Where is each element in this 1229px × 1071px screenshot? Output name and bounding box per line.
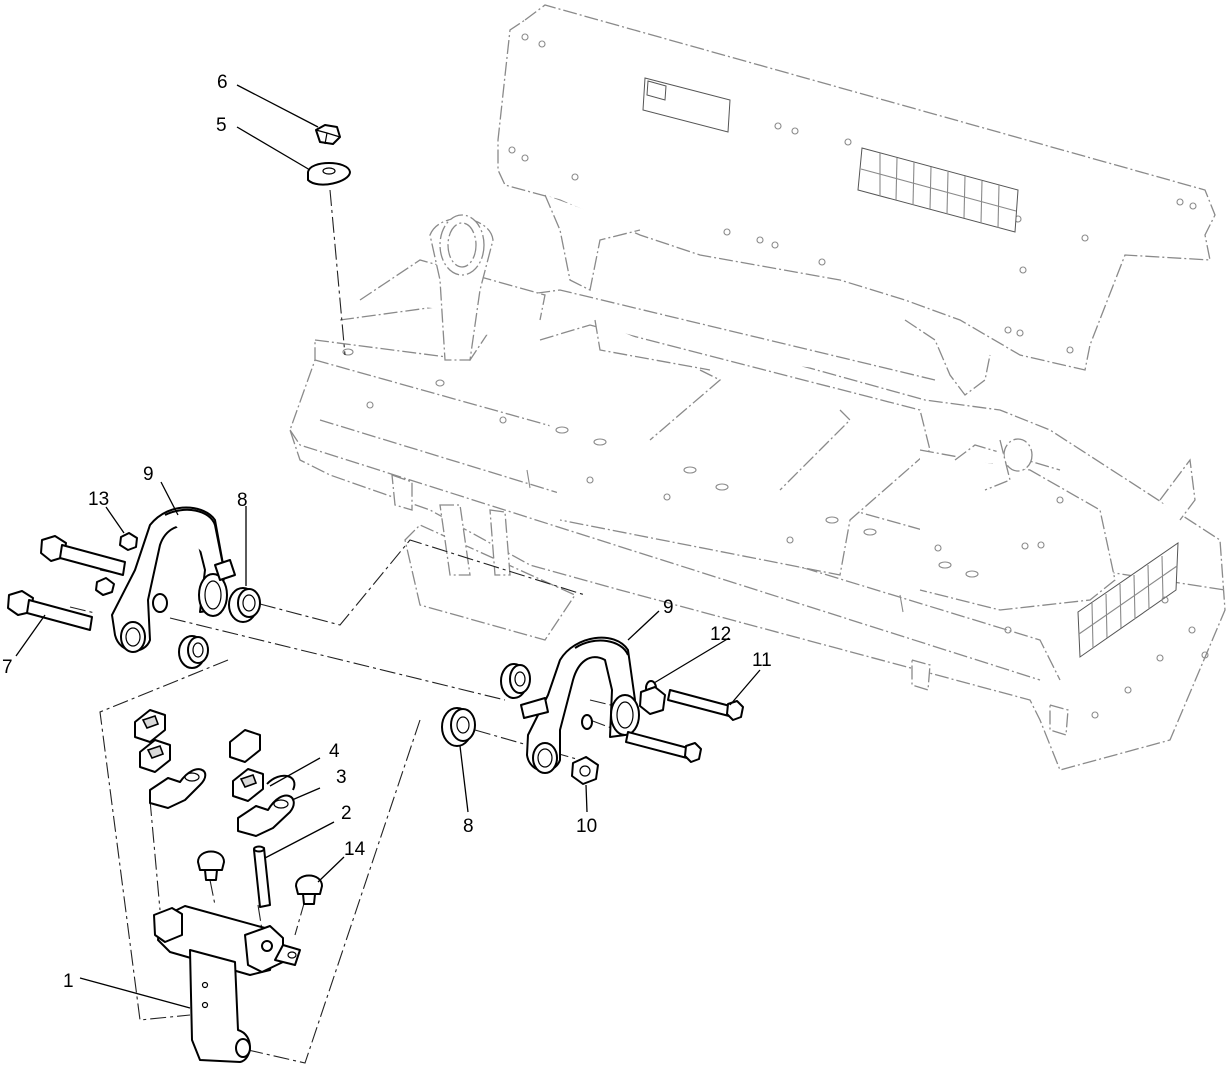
- bearing-part-8-right: [441, 663, 531, 747]
- callout-5: 5: [216, 115, 227, 136]
- bearing-part-8-left: [178, 587, 261, 669]
- callout-9-right: 9: [663, 597, 674, 618]
- side-warning-decal: [1077, 542, 1179, 658]
- callout-12: 12: [710, 624, 731, 645]
- info-decal: [642, 77, 731, 133]
- swing-arm-part-9-right: [520, 636, 640, 774]
- warning-decal: [857, 147, 1019, 233]
- callout-14: 14: [344, 839, 366, 860]
- assembly-lines: [69, 189, 641, 1064]
- clamps-part-3: [149, 768, 296, 837]
- callout-11: 11: [752, 650, 772, 671]
- bolts-part-7: [7, 535, 126, 631]
- washer-part-5: [307, 162, 351, 186]
- bolts-part-11: [625, 689, 744, 763]
- callout-8-lower: 8: [463, 816, 474, 837]
- callout-labels: 1 2 3 4 5 6 7 8 8 9 9 10 11 12 13 14: [2, 72, 772, 992]
- nuts-part-10: [571, 686, 666, 785]
- leader-lines: [15, 84, 761, 1009]
- brackets-part-4: [134, 709, 264, 802]
- callout-6: 6: [217, 72, 228, 93]
- callout-13: 13: [88, 489, 109, 510]
- pin-part-2: [253, 845, 271, 908]
- nut-part-13: [119, 532, 138, 551]
- callout-2: 2: [341, 803, 352, 824]
- machine-frame-ghost: [289, 4, 1226, 771]
- callout-8-upper: 8: [237, 490, 248, 511]
- swing-arm-part-9-left: [111, 506, 236, 653]
- callout-9-left: 9: [143, 464, 154, 485]
- callout-7: 7: [2, 657, 13, 678]
- pivot-bracket-part-1: [153, 905, 301, 1063]
- nut-part-6: [315, 124, 341, 145]
- knobs-part-14: [197, 850, 323, 905]
- callout-10: 10: [576, 816, 597, 837]
- callout-1: 1: [63, 971, 74, 992]
- callout-4: 4: [329, 741, 340, 762]
- callout-3: 3: [336, 767, 347, 788]
